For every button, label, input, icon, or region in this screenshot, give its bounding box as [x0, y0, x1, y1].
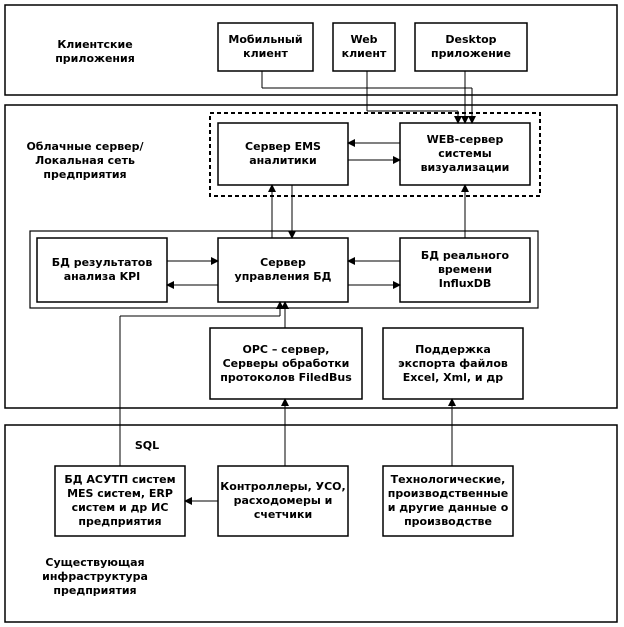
mobile-client-label: Мобильный клиент [228, 33, 303, 60]
web-server-label: WEB-сервер системы визуализации [420, 133, 510, 174]
export-support-label: Поддержка экспорта файлов Excel, Xml, и … [398, 342, 508, 384]
box-controllers [217, 465, 349, 537]
section-cloud [4, 104, 618, 409]
section-client-apps [4, 4, 618, 96]
controllers-label: Контроллеры, УСО, расходомеры и счетчики [220, 480, 346, 521]
opc-server-label: OPC – сервер, Серверы обработки протокол… [220, 342, 352, 384]
section-label-client-apps: Клиентские приложения [55, 38, 135, 65]
box-mobile [217, 22, 314, 72]
box-web-server [399, 122, 531, 186]
box-opc [209, 327, 363, 400]
box-web [332, 22, 396, 72]
ems-server-label: Сервер EMS аналитики [245, 140, 321, 167]
dashed-group [209, 112, 541, 197]
web-client-label: Web клиент [341, 33, 387, 60]
realtime-db-label: БД реального времени InfluxDB [420, 249, 510, 290]
section-label-cloud: Облачные сервер/ Локальная сеть предприя… [26, 140, 144, 181]
box-tech-data [382, 465, 514, 537]
db-server-label: Сервер управления БД [234, 256, 332, 283]
section-existing-infra [4, 424, 618, 623]
box-db-server [217, 237, 349, 303]
section-label-existing-infra: Существующая инфраструктура предприятия [42, 556, 148, 597]
kpi-db-label: БД результатов анализа KPI [51, 256, 153, 283]
box-ems [217, 122, 349, 186]
tech-data-label: Технологические, производственные и друг… [387, 473, 509, 528]
asutp-db-label: БД АСУТП систем MES систем, ERP систем и… [64, 473, 176, 528]
box-export [382, 327, 524, 400]
box-asutp [54, 465, 186, 537]
box-desktop [414, 22, 528, 72]
desktop-app-label: Desktop приложение [431, 33, 511, 60]
sql-label: SQL [134, 439, 160, 452]
box-kpi-db [36, 237, 168, 303]
